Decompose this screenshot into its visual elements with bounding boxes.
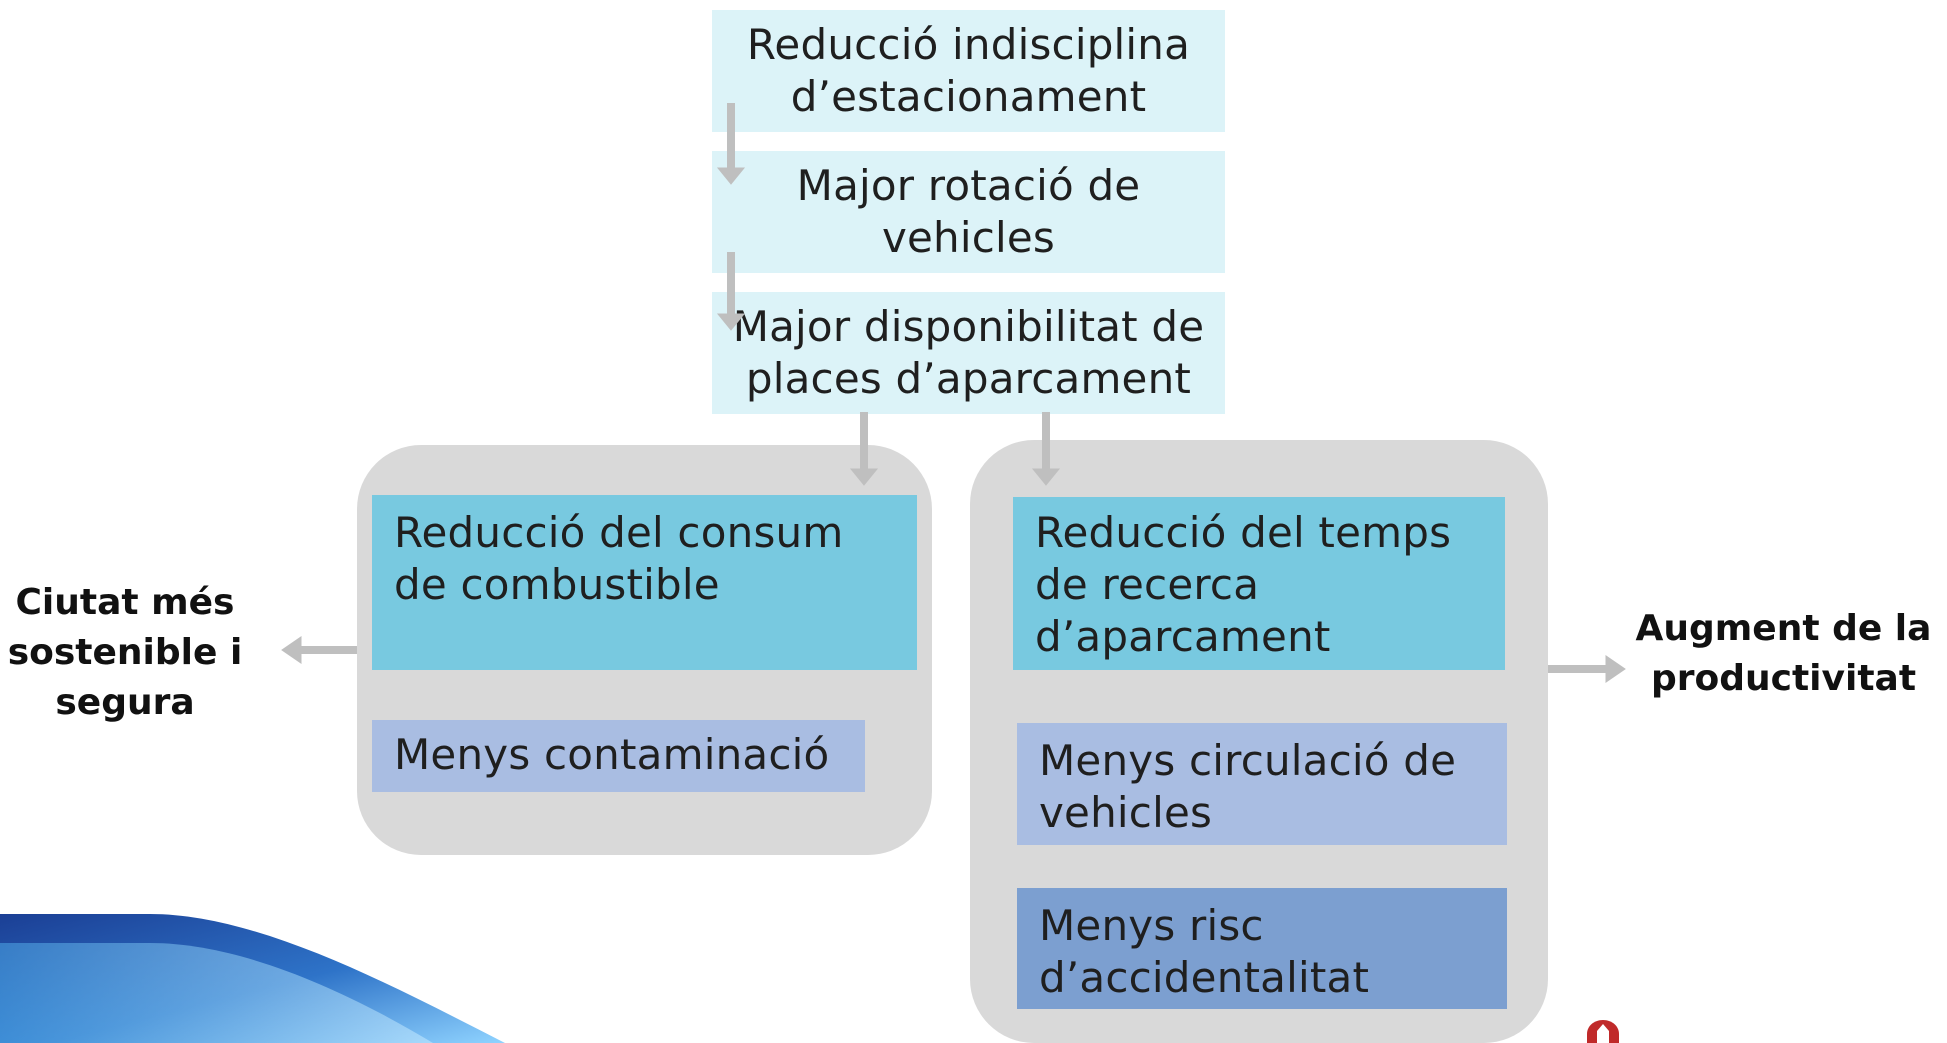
step2-line1: Major rotació de: [796, 161, 1141, 210]
outcome-left-line1: Ciutat més: [15, 582, 235, 623]
outcome-left-line2: sostenible i: [7, 632, 243, 673]
red-emblem-logo: [1587, 1020, 1619, 1043]
step-box-major-rotacio: Major rotació de vehicles: [712, 151, 1225, 273]
left-box1-line2: de combustible: [394, 560, 720, 609]
right-box2-line2: vehicles: [1039, 788, 1213, 837]
outcome-ciutat-sostenible: Ciutat més sostenible i segura: [0, 578, 250, 728]
left-box2-line1: Menys contaminació: [394, 730, 830, 779]
right-box1-line3: d’aparcament: [1035, 612, 1331, 661]
step-box-reduccio-indisciplina: Reducció indisciplina d’estacionament: [712, 10, 1225, 132]
step1-line1: Reducció indisciplina: [746, 20, 1191, 69]
step3-line1: Major disponibilitat de: [732, 302, 1205, 351]
effect-box-consum-combustible: Reducció del consum de combustible: [372, 495, 917, 670]
effect-box-temps-recerca: Reducció del temps de recerca d’aparcame…: [1013, 497, 1505, 670]
right-box1-line1: Reducció del temps: [1035, 508, 1452, 557]
step2-line2: vehicles: [881, 213, 1056, 262]
left-box1-line1: Reducció del consum: [394, 508, 844, 557]
gray-flow-arrow-icon: [281, 103, 1626, 683]
right-box1-line2: de recerca: [1035, 560, 1260, 609]
right-box2-line1: Menys circulació de: [1039, 736, 1457, 785]
effect-box-contaminacio: Menys contaminació: [372, 720, 865, 792]
outcome-augment-productivitat: Augment de la productivitat: [1620, 604, 1947, 704]
step-box-major-disponibilitat: Major disponibilitat de places d’aparcam…: [712, 292, 1225, 414]
right-box3-line1: Menys risc: [1039, 901, 1264, 950]
outcome-right-line1: Augment de la: [1635, 608, 1932, 649]
step1-line2: d’estacionament: [790, 72, 1147, 121]
effect-box-circulacio: Menys circulació de vehicles: [1017, 723, 1507, 845]
outcome-left-line3: segura: [55, 682, 195, 723]
blue-swoosh-decoration: [0, 914, 505, 1043]
outcome-right-line2: productivitat: [1650, 658, 1917, 699]
effect-box-risc-accidentalitat: Menys risc d’accidentalitat: [1017, 888, 1507, 1009]
step3-line2: places d’aparcament: [745, 354, 1192, 403]
right-box3-line2: d’accidentalitat: [1039, 953, 1370, 1002]
